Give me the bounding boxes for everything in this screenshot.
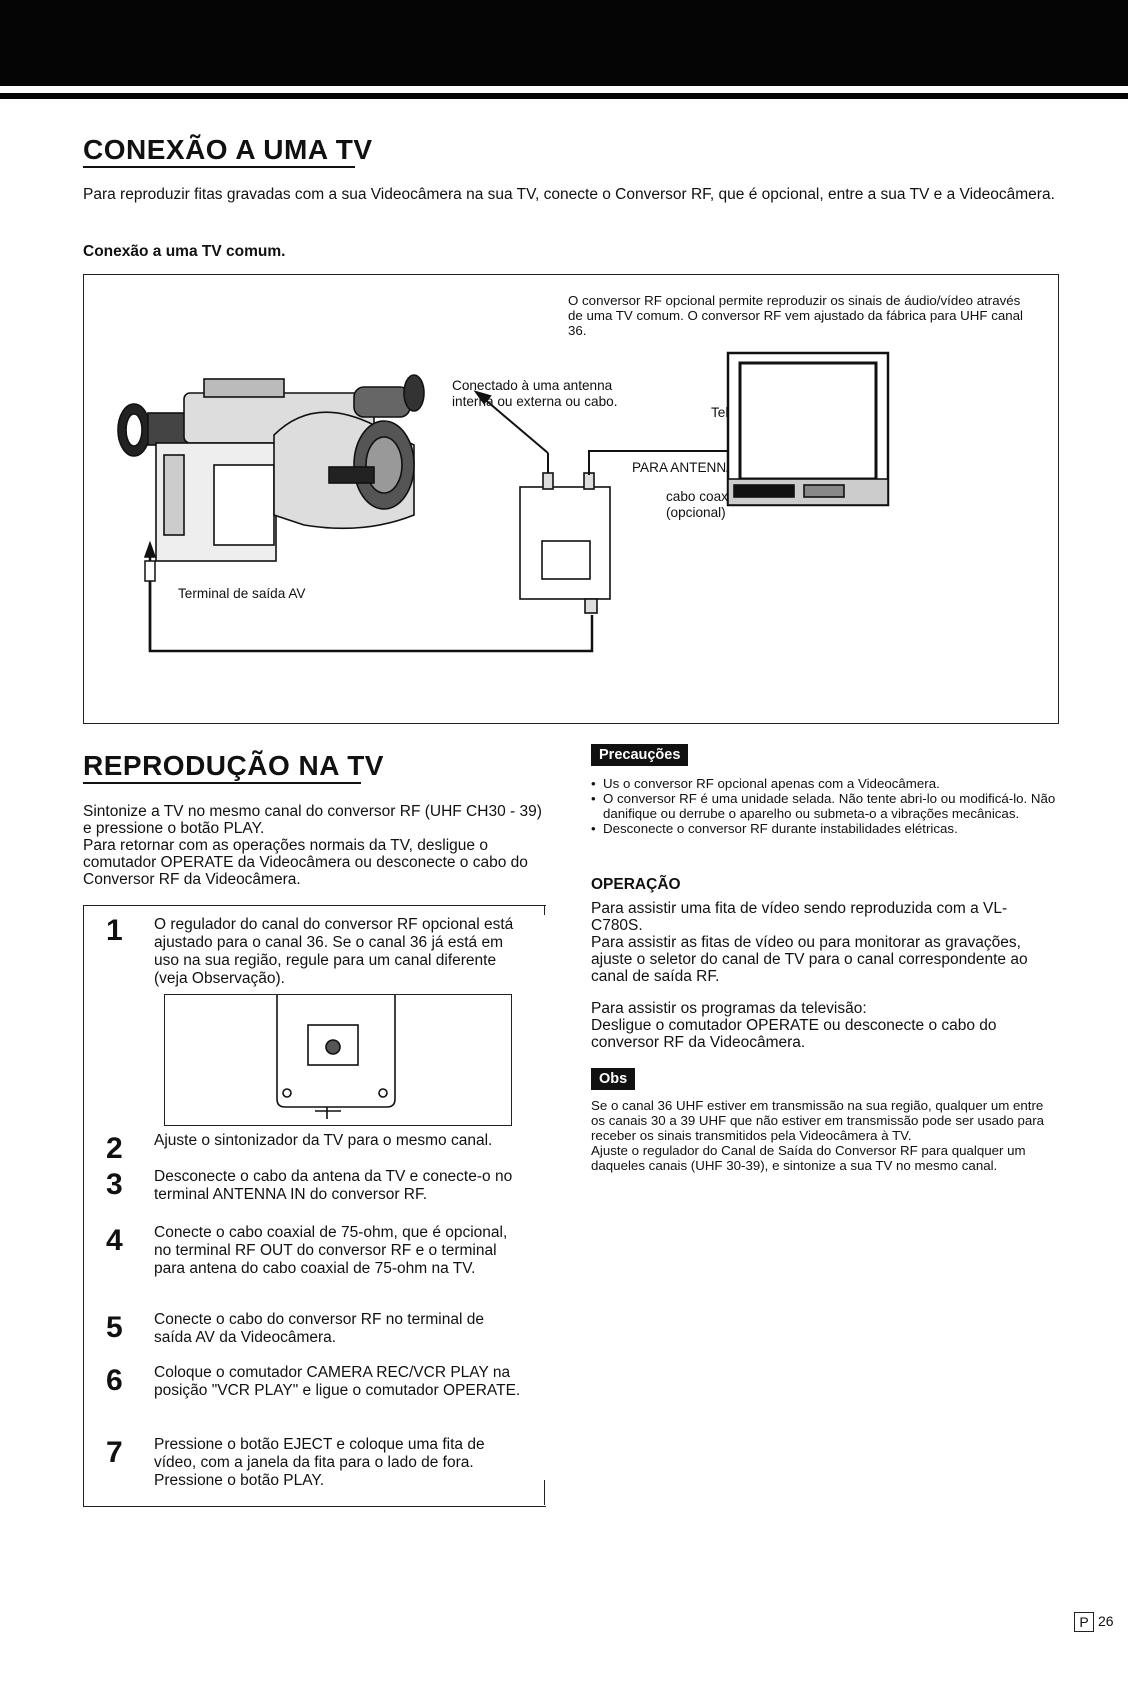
- camcorder-illustration: [117, 374, 425, 605]
- section1-intro: Para reproduzir fitas gravadas com a sua…: [83, 186, 1055, 203]
- intro-line: Sintonize a TV no mesmo canal do convers…: [83, 803, 542, 837]
- precaution-item: Us o conversor RF opcional apenas com a …: [591, 776, 1061, 791]
- section2-intro: Sintonize a TV no mesmo canal do convers…: [83, 803, 543, 888]
- operation-para2: Para assistir os programas da televisão:…: [591, 1000, 1057, 1051]
- operation-line: Para assistir as fitas de vídeo ou para …: [591, 934, 1028, 985]
- section-title-playback: REPRODUÇÃO NA TV: [83, 750, 384, 781]
- box-tick: [544, 905, 545, 915]
- coax-label: cabo coaxial (opcional): [666, 489, 742, 520]
- diagram-note: O conversor RF opcional permite reproduz…: [568, 293, 1023, 338]
- rf-converter: [519, 472, 611, 614]
- precaution-item: Desconecte o conversor RF durante instab…: [591, 821, 1061, 836]
- precautions-badge: Precauções: [591, 744, 689, 766]
- step-number: 6: [106, 1364, 123, 1397]
- step-text: Conecte o cabo coaxial de 75-ohm, que é …: [154, 1224, 508, 1277]
- antenna-in-label: PARA ANTENNA IN: [632, 460, 752, 475]
- box-tick: [544, 1480, 545, 1505]
- step-number: 2: [106, 1132, 123, 1165]
- step-number: 4: [106, 1224, 123, 1257]
- operation-line: Para assistir uma fita de vídeo sendo re…: [591, 900, 1008, 934]
- av-out-label: Terminal de saída AV: [178, 586, 306, 601]
- title-underline: [83, 782, 361, 784]
- antenna-arrow: [473, 390, 549, 485]
- operation-line: Desligue o comutador OPERATE ou desconec…: [591, 1017, 997, 1051]
- step-text: Pressione o botão EJECT e coloque uma fi…: [154, 1436, 485, 1489]
- antenna-label: Conectado à uma antenna interna ou exter…: [452, 378, 618, 409]
- language-marker: P: [1074, 1612, 1094, 1632]
- connection-diagram: O conversor RF opcional permite reproduz…: [83, 274, 1059, 724]
- obs-line: Ajuste o regulador do Canal de Saída do …: [591, 1143, 1026, 1173]
- diagram-drawing: [117, 351, 890, 653]
- coax-cable: [588, 450, 736, 475]
- step-number: 1: [106, 914, 123, 947]
- obs-notes: Se o canal 36 UHF estiver em transmissão…: [591, 1098, 1057, 1173]
- operation-line: Para assistir os programas da televisão:: [591, 1000, 867, 1017]
- step-text: Coloque o comutador CAMERA REC/VCR PLAY …: [154, 1364, 521, 1399]
- obs-badge: Obs: [591, 1068, 636, 1090]
- step-number: 7: [106, 1436, 123, 1469]
- step-number: 3: [106, 1168, 123, 1201]
- step-number: 5: [106, 1311, 123, 1344]
- step-text: Desconecte o cabo da antena da TV e cone…: [154, 1168, 513, 1203]
- precautions-list: Us o conversor RF opcional apenas com a …: [591, 776, 1061, 836]
- page-number: 26: [1098, 1613, 1114, 1629]
- header-rule: [0, 93, 1128, 99]
- step-text: Conecte o cabo do conversor RF no termin…: [154, 1311, 484, 1346]
- av-cable: [144, 560, 594, 653]
- channel-dial-illustration: [164, 994, 512, 1126]
- title-underline: [83, 166, 355, 168]
- header-bar: [0, 0, 1128, 86]
- step-text: Ajuste o sintonizador da TV para o mesmo…: [154, 1132, 493, 1149]
- obs-line: Se o canal 36 UHF estiver em transmissão…: [591, 1098, 1045, 1143]
- television-illustration: [726, 351, 890, 507]
- section1-subheading: Conexão a uma TV comum.: [83, 243, 286, 260]
- precaution-item: O conversor RF é uma unidade selada. Não…: [591, 791, 1061, 821]
- step-text: O regulador do canal do conversor RF opc…: [154, 916, 514, 987]
- intro-line: Para retornar com as operações normais d…: [83, 837, 528, 888]
- steps-box: [83, 905, 546, 1507]
- operation-heading: OPERAÇÃO: [591, 876, 681, 893]
- operation-para1: Para assistir uma fita de vídeo sendo re…: [591, 900, 1057, 985]
- section-title-connection: CONEXÃO A UMA TV: [83, 134, 373, 165]
